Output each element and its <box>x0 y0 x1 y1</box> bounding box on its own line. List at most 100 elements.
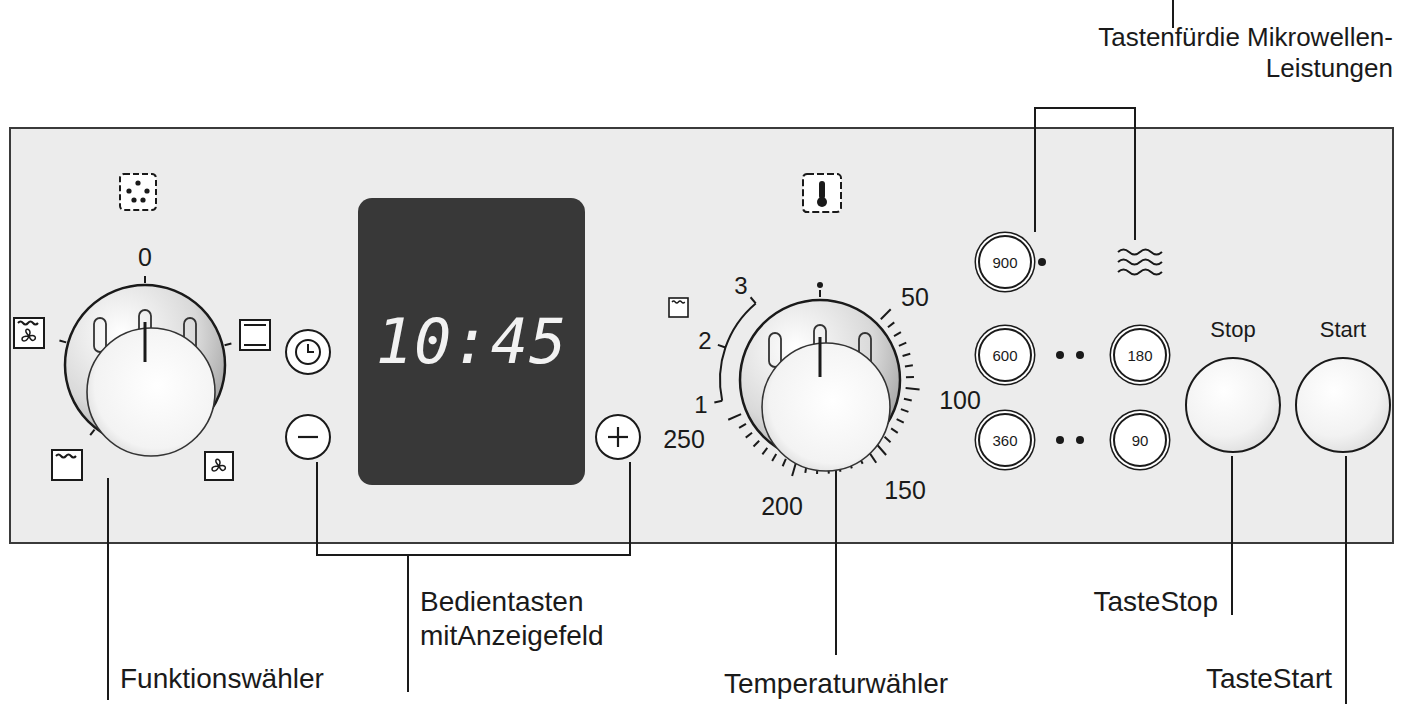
button-label: 180 <box>1127 347 1152 364</box>
drawing-part <box>135 180 140 185</box>
callout-label: Funktionswähler <box>120 662 324 696</box>
leader-line <box>1231 456 1233 615</box>
grill-icon <box>52 450 82 480</box>
fan-symbol <box>22 329 35 341</box>
drawing-part <box>1118 260 1162 265</box>
scale-tick <box>718 345 726 348</box>
drawing-part <box>131 197 136 202</box>
temperature-knob <box>740 282 900 471</box>
drawing-part <box>1056 436 1064 444</box>
scale-tick <box>877 445 886 456</box>
drawing-part <box>1118 270 1162 275</box>
clock-button <box>286 330 330 374</box>
clock-symbol <box>296 340 320 364</box>
drawing-part <box>1076 436 1084 444</box>
scale-tick <box>819 290 821 297</box>
fan-symbol <box>212 459 225 471</box>
scale-tick <box>903 354 911 356</box>
microwave-dots <box>126 180 149 202</box>
knob-cap <box>762 343 890 471</box>
scale-tick <box>901 409 909 412</box>
scale-number: 100 <box>939 385 981 415</box>
heat-wave <box>18 322 38 325</box>
power-button: 90 <box>1113 413 1167 467</box>
scale-tick <box>754 441 760 447</box>
power-button: 360 <box>978 413 1032 467</box>
scale-tick <box>897 419 904 423</box>
leader-line <box>1345 456 1347 704</box>
scale-tick <box>904 399 912 401</box>
display-panel: 10:45 <box>358 198 585 485</box>
grill-scale-icon <box>669 298 688 317</box>
power-button: 600 <box>978 328 1032 382</box>
scale-tick <box>144 276 146 283</box>
scale-tick <box>881 309 891 319</box>
button-label: Start <box>1320 317 1366 343</box>
callout-label: Tastenfürdie Mikrowellen-Leistungen <box>1093 22 1393 84</box>
leader-line <box>835 462 837 655</box>
scale-tick <box>905 365 913 366</box>
hot-air-grill-icon <box>14 318 44 348</box>
drawing-part <box>140 197 145 202</box>
plus-button <box>596 415 640 459</box>
callout-label: TasteStop <box>1093 585 1218 619</box>
scale-tick <box>739 424 746 428</box>
scale-tick <box>792 463 796 476</box>
button-label: 360 <box>992 432 1017 449</box>
microwave-icon <box>120 174 156 210</box>
knob-ridge <box>94 318 106 352</box>
bracket <box>1035 108 1135 240</box>
scale-tick <box>772 454 776 461</box>
drawing-part <box>126 188 131 193</box>
drawing-part <box>1038 258 1046 266</box>
knob-pointer <box>819 337 822 377</box>
scale-tick <box>888 322 894 327</box>
scale-number: 250 <box>663 424 705 454</box>
drawing-part <box>144 188 149 193</box>
function-knob <box>65 285 225 456</box>
power-button: 900 <box>978 235 1032 289</box>
panel-face <box>10 128 1393 543</box>
minus-symbol <box>298 436 318 438</box>
scale-tick <box>90 430 94 436</box>
heat-line <box>244 344 266 346</box>
power-button: 180 <box>1113 328 1167 382</box>
zero-dot <box>817 282 823 288</box>
scale-tick <box>728 414 741 420</box>
button-label: 600 <box>992 347 1017 364</box>
power-dots <box>1038 258 1084 444</box>
knob-ridge <box>769 333 781 367</box>
scale-tick <box>59 340 66 342</box>
scale-number: 2 <box>698 327 711 356</box>
scale-tick <box>714 401 722 403</box>
fan-icon <box>205 452 233 480</box>
scale-tick <box>899 343 906 346</box>
scale-number: 200 <box>761 491 803 521</box>
start-button: Start <box>1295 357 1391 453</box>
heat-wave <box>56 455 76 458</box>
drawing-part <box>1076 351 1084 359</box>
scale-tick <box>894 332 901 336</box>
callout-label: TasteStart <box>1206 662 1332 696</box>
temperature-icon <box>803 174 841 212</box>
heat-wave <box>672 301 685 303</box>
scale-tick <box>225 343 232 345</box>
display-readout: 10:45 <box>376 305 568 378</box>
plus-symbol <box>617 427 619 447</box>
scale-tick <box>906 388 920 389</box>
drawing-part <box>1056 351 1064 359</box>
leader-line <box>407 555 409 692</box>
callout-label: Bedientasten mitAnzeigefeld <box>420 585 670 652</box>
thermometer-stem <box>819 181 825 199</box>
scale-tick <box>751 297 756 303</box>
knob-pointer <box>144 322 147 362</box>
scale-tick <box>783 459 786 466</box>
heat-line <box>244 324 266 326</box>
scale-number: 1 <box>694 391 707 420</box>
clock-hands <box>308 344 314 352</box>
scale-number: 150 <box>884 475 926 505</box>
button-label: 900 <box>992 254 1017 271</box>
microwave-wave-symbol <box>1118 250 1162 275</box>
scale-number: 50 <box>901 282 929 312</box>
